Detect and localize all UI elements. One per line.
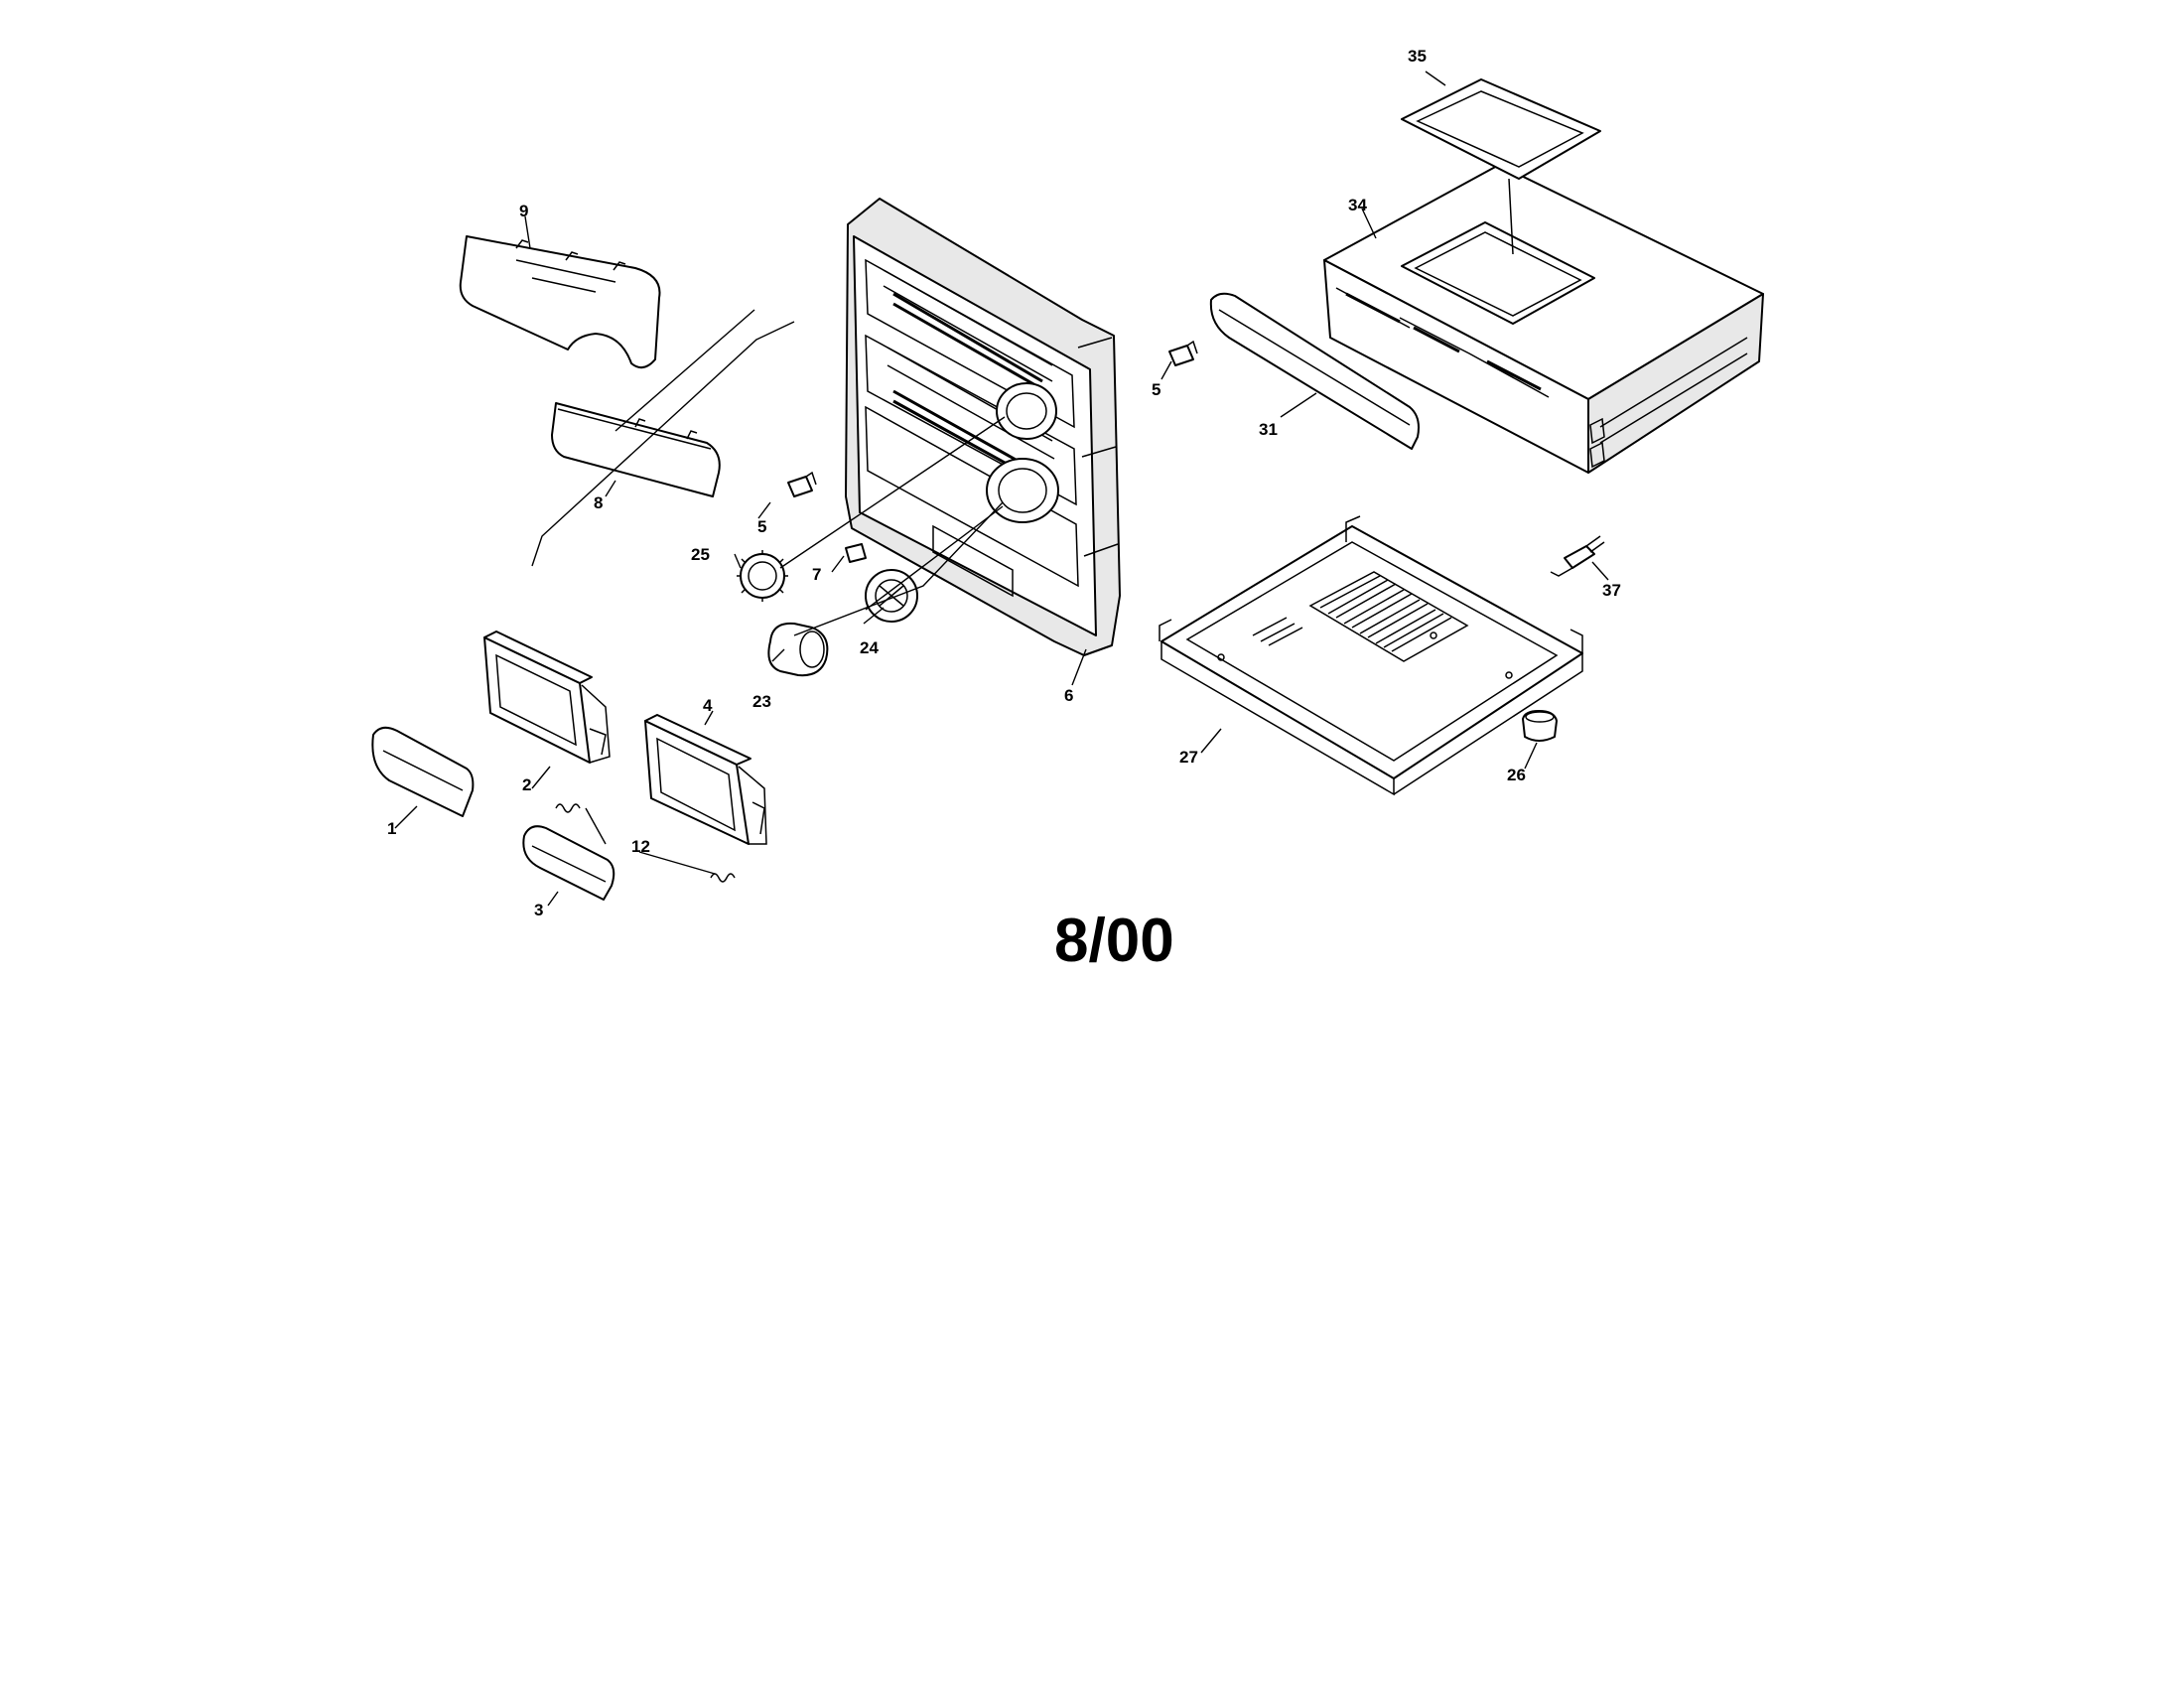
callout-8: 8 xyxy=(594,493,603,512)
part-2-tray-left xyxy=(483,631,611,764)
callout-37: 37 xyxy=(1602,581,1621,600)
callout-3: 3 xyxy=(534,901,543,919)
part-31-right-trim-bar xyxy=(1209,292,1420,450)
callout-4: 4 xyxy=(703,696,713,715)
part-34-top-cabinet xyxy=(1323,164,1764,474)
part-9-upper-trim-panel xyxy=(459,235,661,369)
callout-35: 35 xyxy=(1408,47,1427,66)
callout-24: 24 xyxy=(860,638,879,657)
callout-12: 12 xyxy=(631,837,650,856)
part-7-square-button xyxy=(845,543,867,563)
callout-labels: 35 34 9 5 31 8 5 25 7 37 24 23 6 4 27 26… xyxy=(387,47,1621,975)
part-23-cap-knob xyxy=(767,622,829,677)
callout-6: 6 xyxy=(1064,686,1073,705)
callout-26: 26 xyxy=(1507,766,1526,784)
callout-31: 31 xyxy=(1259,420,1278,439)
part-3-tray-face-right xyxy=(522,825,615,901)
callout-5-right: 5 xyxy=(1152,380,1160,399)
part-24-dial-knob xyxy=(865,569,918,623)
callout-7: 7 xyxy=(812,565,821,584)
part-1-tray-face-left xyxy=(371,726,475,817)
part-5-clip-left xyxy=(787,471,817,497)
part-35-top-frame xyxy=(1401,78,1601,255)
part-5-clip-right xyxy=(1168,340,1198,366)
callout-27: 27 xyxy=(1179,748,1198,767)
part-25-gear-knob xyxy=(737,550,788,602)
part-37-power-plug xyxy=(1550,535,1605,577)
leader-lines xyxy=(394,70,1609,907)
callout-23: 23 xyxy=(752,692,771,711)
part-4-tray-right xyxy=(644,714,767,845)
date-code: 8/00 xyxy=(1054,907,1174,975)
callout-25: 25 xyxy=(691,545,710,564)
part-6-front-cabinet xyxy=(845,198,1121,656)
callout-1: 1 xyxy=(387,819,396,838)
callout-5-left: 5 xyxy=(757,517,766,536)
part-27-bottom-chassis xyxy=(1159,515,1583,796)
part-26-foot xyxy=(1522,710,1558,742)
callout-9: 9 xyxy=(519,202,528,220)
callout-2: 2 xyxy=(522,775,531,794)
callout-34: 34 xyxy=(1348,196,1367,214)
